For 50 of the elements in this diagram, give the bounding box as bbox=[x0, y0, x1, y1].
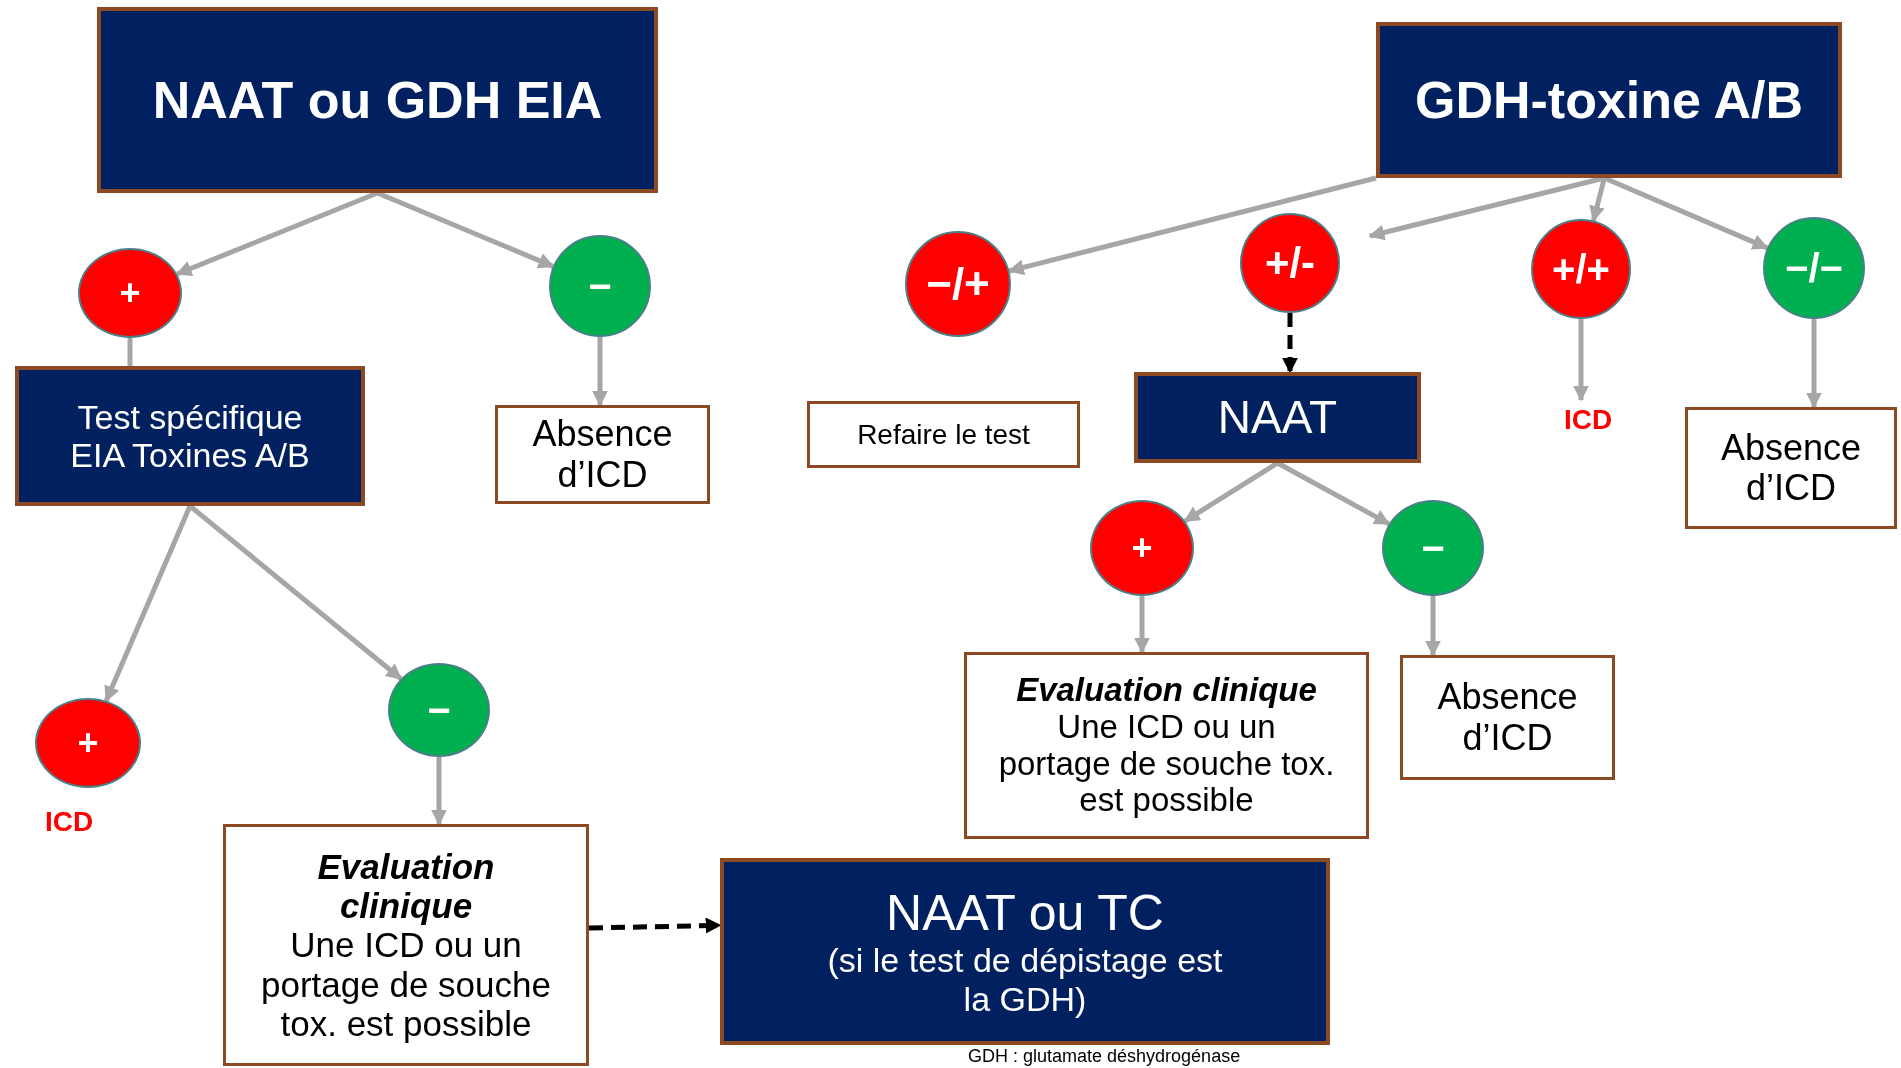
result-circle: −/− bbox=[1763, 217, 1865, 319]
box-text: Une ICD ou un portage de souche tox. est possible bbox=[997, 708, 1336, 820]
box-heading: Evaluation clinique bbox=[316, 847, 496, 926]
box-text: Test spécifique EIA Toxines A/B bbox=[69, 397, 311, 475]
result-box bbox=[964, 652, 1369, 839]
box-text: NAAT bbox=[1217, 391, 1338, 444]
result-circle: − bbox=[388, 663, 490, 757]
box-text: NAAT ou GDH EIA bbox=[152, 70, 603, 130]
arrow bbox=[1589, 177, 1607, 223]
result-circle: +/+ bbox=[1531, 219, 1631, 319]
result-circle: −/+ bbox=[905, 231, 1011, 337]
result-box bbox=[223, 824, 589, 1066]
arrow bbox=[592, 337, 608, 407]
connector-line bbox=[127, 338, 133, 366]
box-text: Absence d’ICD bbox=[531, 414, 674, 495]
arrow bbox=[1007, 175, 1377, 276]
process-box bbox=[1376, 22, 1842, 178]
result-box bbox=[1400, 655, 1615, 780]
result-circle: + bbox=[35, 698, 141, 788]
box-text: (si le test de dépistage est la GDH) bbox=[826, 941, 1224, 1018]
result-circle: + bbox=[78, 248, 182, 338]
result-circle: − bbox=[1382, 500, 1484, 596]
arrow bbox=[1573, 319, 1589, 402]
arrow bbox=[588, 917, 722, 934]
box-text: Absence d’ICD bbox=[1719, 427, 1863, 509]
result-box bbox=[1685, 407, 1897, 529]
result-box bbox=[807, 401, 1080, 468]
arrow bbox=[1282, 313, 1298, 374]
box-heading: NAAT ou TC bbox=[886, 885, 1164, 942]
footnote: GDH : glutamate déshydrogénase bbox=[968, 1046, 1241, 1067]
result-label: ICD bbox=[1558, 400, 1618, 440]
box-text: GDH-toxine A/B bbox=[1414, 70, 1804, 130]
box-text: Refaire le test bbox=[857, 418, 1030, 451]
result-label: ICD bbox=[45, 806, 94, 838]
process-box bbox=[1134, 372, 1421, 463]
box-text: Une ICD ou un portage de souche tox. est possible bbox=[260, 925, 552, 1043]
arrow bbox=[1425, 596, 1441, 657]
process-box bbox=[720, 858, 1330, 1045]
result-circle: +/- bbox=[1240, 213, 1340, 313]
result-box bbox=[495, 405, 710, 504]
result-circle: + bbox=[1090, 500, 1194, 596]
arrow bbox=[188, 504, 403, 681]
box-heading: Evaluation clinique bbox=[1016, 671, 1317, 709]
arrow bbox=[1134, 596, 1150, 654]
result-circle: − bbox=[549, 235, 651, 337]
arrow bbox=[1806, 319, 1822, 409]
arrow bbox=[431, 757, 447, 826]
process-box bbox=[97, 7, 658, 193]
box-text: Absence d’ICD bbox=[1436, 677, 1579, 758]
process-box bbox=[15, 366, 365, 506]
